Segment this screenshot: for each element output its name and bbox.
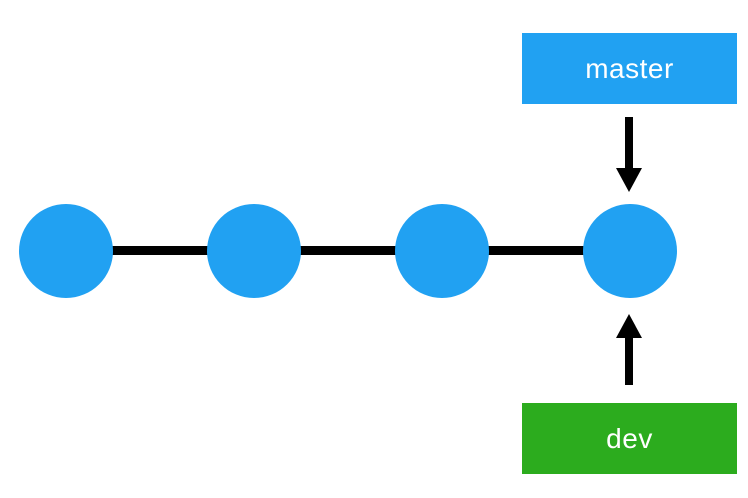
arrow-head <box>616 168 642 192</box>
commit-node-2 <box>207 204 301 298</box>
master-pointer-arrow-icon <box>616 117 642 192</box>
master-label-text: master <box>585 52 674 84</box>
branch-label-dev: dev <box>522 403 737 474</box>
commit-node-4 <box>583 204 677 298</box>
commit-track-line <box>66 246 630 255</box>
commit-node-3 <box>395 204 489 298</box>
commit-node-1 <box>19 204 113 298</box>
dev-label-text: dev <box>606 422 653 454</box>
arrow-head <box>616 314 642 338</box>
dev-pointer-arrow-icon <box>616 314 642 385</box>
branch-label-master: master <box>522 33 737 104</box>
